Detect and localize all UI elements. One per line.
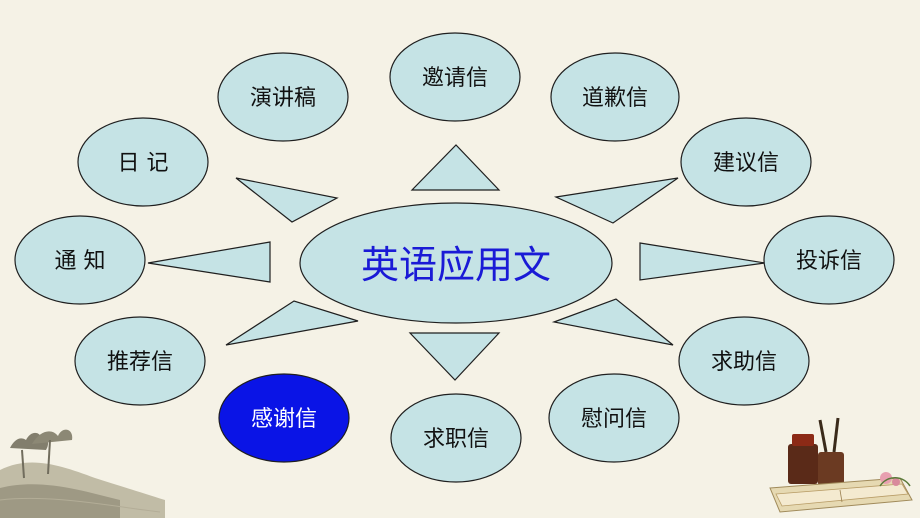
node-yanjiang-label: 演讲稿	[250, 86, 316, 111]
arrow-left	[147, 241, 271, 283]
node-jianyi: 建议信	[680, 117, 812, 207]
node-weiwen: 慰问信	[548, 373, 680, 463]
node-qiuzhi: 求职信	[390, 393, 522, 483]
node-yaoqing: 邀请信	[389, 32, 521, 122]
arrow-lower-right	[551, 298, 674, 346]
node-tousu: 投诉信	[763, 215, 895, 305]
arrow-right	[639, 242, 766, 281]
node-qiuzhu-label: 求助信	[711, 350, 777, 375]
center-node: 英语应用文	[299, 202, 613, 324]
books-and-brush-pot	[769, 417, 913, 513]
node-tongzhi-label: 通 知	[55, 249, 106, 274]
node-jianyi-label: 建议信	[713, 151, 779, 176]
node-yaoqing-label: 邀请信	[422, 66, 488, 91]
node-riji: 日 记	[77, 117, 209, 207]
node-weiwen-label: 慰问信	[581, 407, 647, 432]
node-ganxie: 感谢信	[218, 373, 350, 463]
arrow-top	[410, 144, 501, 191]
node-tuijian: 推荐信	[74, 316, 206, 406]
landscape-ink-painting	[0, 429, 165, 518]
node-qiuzhu: 求助信	[678, 316, 810, 406]
node-yanjiang: 演讲稿	[217, 52, 349, 142]
node-ganxie-label: 感谢信	[251, 407, 317, 432]
node-daoqian-label: 道歉信	[582, 86, 648, 111]
center-label: 英语应用文	[361, 243, 551, 287]
node-qiuzhi-label: 求职信	[423, 427, 489, 452]
arrow-upper-left	[235, 177, 339, 223]
arrow-upper-right	[553, 177, 679, 224]
connector-arrows	[147, 144, 766, 381]
node-tuijian-label: 推荐信	[107, 350, 173, 375]
node-tousu-label: 投诉信	[796, 249, 862, 274]
node-riji-label: 日 记	[118, 151, 169, 176]
node-daoqian: 道歉信	[550, 52, 680, 142]
node-tongzhi: 通 知	[14, 215, 146, 305]
arrow-bottom	[408, 332, 501, 381]
arrow-lower-left	[225, 300, 359, 346]
